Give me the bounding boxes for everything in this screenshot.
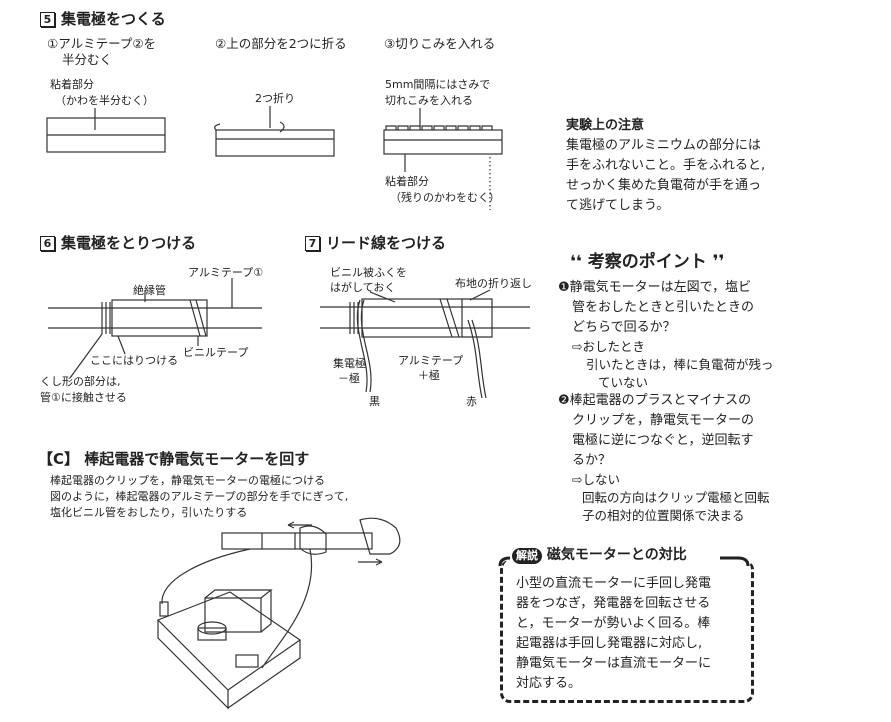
step7-label-red: 赤 [466,395,477,408]
points-a1-line-1: 引いたときは，棒に負電荷が残っ [586,357,774,372]
step5-title: 集電極をつくる [61,10,166,28]
points-q2-line-2: クリップを，静電気モーターの [572,413,755,428]
points-a2-line-1: 回転の方向はクリップ電極と回転 [582,490,770,505]
step5-label-fold: 2つ折り [255,92,295,105]
notes-line-3: せっかく集めた負電荷が手を通っ [566,178,762,193]
step6-label-comb-line2: 管①に接触させる [40,391,127,404]
compare-line-3: と，モーターが勢いよく回る。棒 [516,616,711,631]
step5-sub3: ③切りこみを入れる [384,36,496,51]
step6-label-comb-line1: くし形の部分は, [40,375,121,388]
compare-line-1: 小型の直流モーターに手回し発電 [516,576,712,591]
points-a2-lead: ⇨しない [572,472,620,487]
points-a1-line-2: ていない [598,375,649,390]
notes-title: 実験上の注意 [566,118,645,133]
points-q2-line-3: 電極に逆につなぐと，逆回転す [572,433,754,448]
step6-label-attach: ここにはりつける [90,354,179,367]
step7-label-alu-line1: アルミテープ [398,354,464,367]
points-a2-line-2: 子の相対的位置関係で決まる [582,508,745,523]
step7-label-collector-line2: －極 [338,372,360,385]
step5-label-peel-half: （かわを半分むく） [55,94,154,107]
step5-sub2: ②上の部分を2つに折る [215,36,347,51]
points-a1-lead: ⇨おしたとき [572,339,645,354]
step5-heading: 5 集電極をつくる [40,10,166,29]
step7-number: 7 [305,236,320,251]
points-q1-line-3: どちらで回るか？ [572,320,676,335]
step7-label-fold: 布地の折り返し [455,277,532,290]
points-q1-line-2: 管をおしたときと引いたときの [572,300,755,315]
sectionC-title: 【C】 棒起電器で静電気モーターを回す [38,450,310,468]
notes-line-4: て逃げてしまう。 [566,198,670,213]
step7-label-collector-line1: 集電極 [333,357,366,370]
step5-label-adhesive: 粘着部分 [50,78,94,91]
step5-label-cut-line2: 切れこみを入れる [385,94,473,107]
points-deco-right-icon: ❜❜ [712,252,725,272]
points-q2-line-4: るか？ [572,453,612,468]
step6-label-vinyltape: ビニルテープ [183,346,249,359]
step5-label-peel-rest: （残りのかわをむく） [390,191,500,204]
step7-title: リード線をつける [326,234,447,252]
step5-label-adhesive2: 粘着部分 [385,175,429,188]
sectionC-line-3: 塩化ビニル管をおしたり，引いたりする [50,506,248,519]
notes-line-1: 集電極のアルミニウムの部分には [566,138,761,153]
points-q1-line-1: ❶静電気モーターは左図で，塩ビ [558,280,752,295]
step7-label-black: 黒 [369,395,380,408]
notes-line-2: 手をふれないこと。手をふれると, [566,158,766,173]
compare-line-4: 起電器は手回し発電器に対応し, [516,636,703,651]
points-deco-left-icon: ❛❛ [570,252,582,272]
sectionC-line-1: 棒起電器のクリップを，静電気モーターの電極につける [50,474,325,487]
step5-label-cut-line1: 5mm間隔にはさみで [385,78,491,91]
step7-label-strip-line2: はがしておく [330,281,396,294]
compare-badge: 解説 [512,548,542,564]
step6-label-alutape: アルミテープ① [188,266,264,279]
sectionC-line-2: 図のように，棒起電器のアルミテープの部分を手でにぎって, [50,490,349,503]
step7-label-alu-line2: ＋極 [418,369,440,382]
compare-line-5: 静電気モーターは直流モーターに [516,656,712,671]
step5-sub1-line2: 半分むく [62,52,113,67]
step7-heading: 7 リード線をつける [305,234,446,253]
step6-heading: 6 集電極をとりつける [40,234,196,253]
compare-title: 磁気モーターとの対比 [546,547,687,563]
points-title: 考察のポイント [587,252,707,272]
step5-number: 5 [40,12,55,27]
compare-heading: 解説 磁気モーターとの対比 [512,547,687,565]
points-q2-line-1: ❷棒起電器のプラスとマイナスの [558,393,752,408]
step7-label-strip-line1: ビニル被ふくを [330,266,407,279]
step6-number: 6 [40,236,55,251]
compare-line-2: 器をつなぎ，発電器を回転させる [516,596,711,611]
step6-title: 集電極をとりつける [61,234,197,252]
points-heading: ❛❛ 考察のポイント ❜❜ [570,252,724,273]
step5-sub1-line1: ①アルミテープ②を [47,36,157,51]
compare-line-6: 対応する。 [516,676,582,691]
step6-label-tube: 絶縁管 [133,284,166,297]
compare-box [500,560,754,703]
